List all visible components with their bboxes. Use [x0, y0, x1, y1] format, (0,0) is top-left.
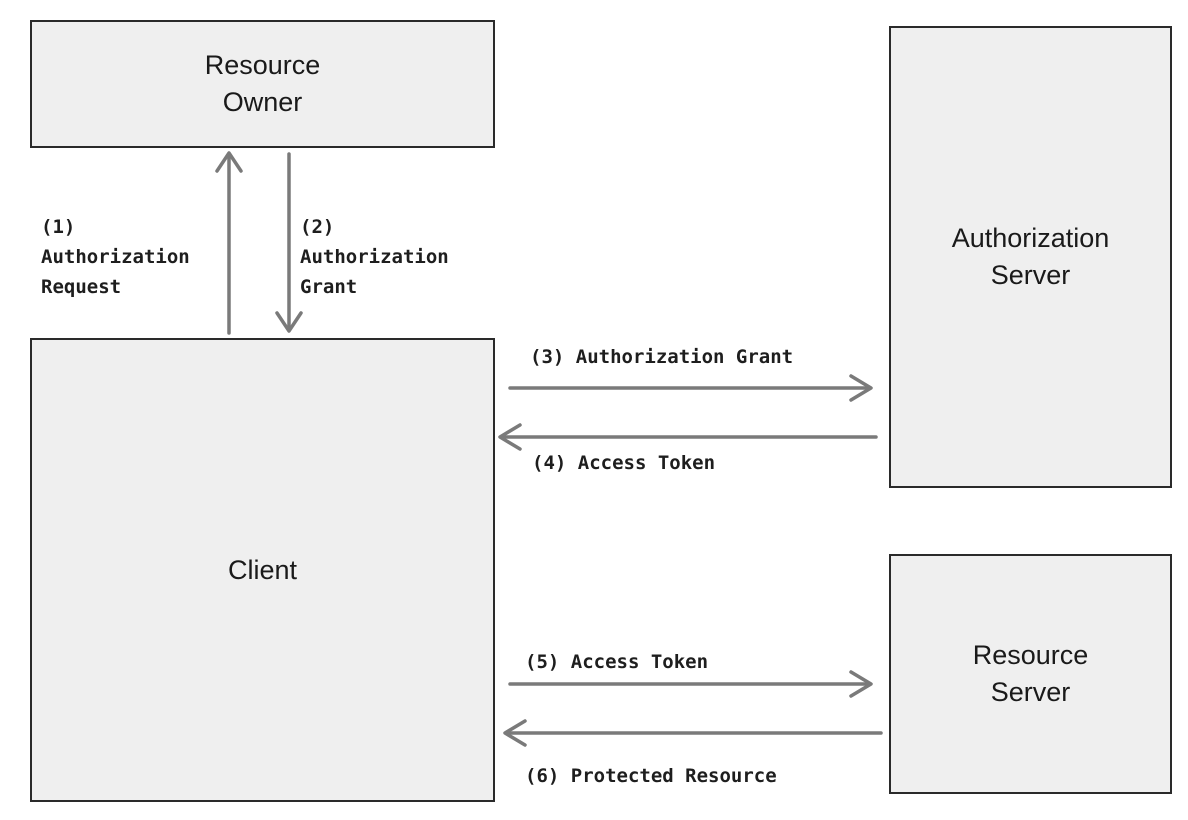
arrow-authorization-grant-server: [508, 374, 873, 402]
arrow-access-token-return: [498, 423, 878, 451]
client-box: Client: [30, 338, 495, 802]
authorization-server-label-line1: Authorization: [951, 223, 1110, 253]
flow-label-step2: (2) Authorization Grant: [300, 212, 449, 302]
arrow-authorization-request: [215, 151, 243, 335]
arrow-access-token-send: [508, 670, 873, 698]
resource-owner-label-line1: Resource: [204, 50, 321, 80]
step2-number: (2): [300, 216, 335, 238]
flow-label-step4: (4) Access Token: [532, 452, 716, 474]
client-label: Client: [227, 554, 298, 585]
authorization-server-box: Authorization Server: [889, 26, 1172, 488]
step2-line2: Authorization: [300, 246, 449, 268]
step2-line3: Grant: [300, 276, 358, 298]
flow-label-step5: (5) Access Token: [525, 651, 709, 673]
resource-owner-label-line2: Owner: [222, 87, 303, 117]
step1-number: (1): [41, 216, 76, 238]
flow-label-step6: (6) Protected Resource: [525, 765, 777, 787]
flow-label-step3: (3) Authorization Grant: [530, 346, 794, 368]
arrow-protected-resource: [503, 719, 883, 747]
resource-server-box: Resource Server: [889, 554, 1172, 794]
arrow-authorization-grant-owner: [275, 152, 303, 333]
resource-server-label-line1: Resource: [972, 640, 1089, 670]
step1-line2: Authorization: [41, 246, 190, 268]
resource-owner-box: Resource Owner: [30, 20, 495, 148]
step1-line3: Request: [41, 276, 122, 298]
authorization-server-label-line2: Server: [990, 260, 1071, 290]
resource-server-label-line2: Server: [990, 677, 1071, 707]
flow-label-step1: (1) Authorization Request: [41, 212, 190, 302]
